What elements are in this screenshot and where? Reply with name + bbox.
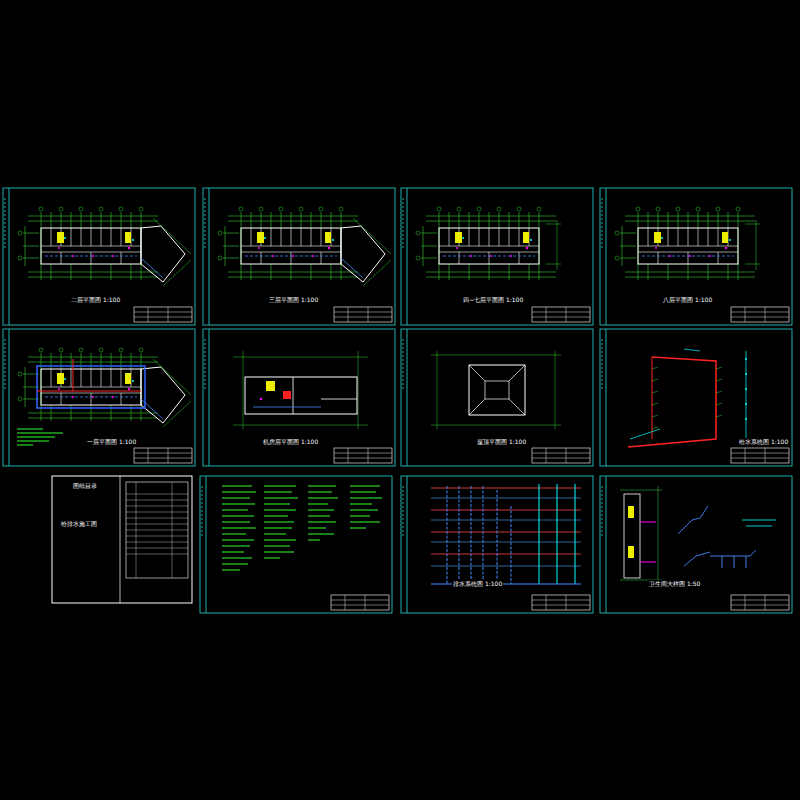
drawing-title: 八层平面图 1:100 bbox=[662, 296, 713, 303]
drawing-title: 排水系统图 1:100 bbox=[452, 580, 503, 587]
drawing-title: 屋顶平面图 1:100 bbox=[476, 438, 527, 445]
drawing-title: 三层平面图 1:100 bbox=[268, 296, 319, 303]
drawing-title: 图纸目录 bbox=[72, 482, 98, 489]
drawing-title: 四~七层平面图 1:100 bbox=[462, 296, 524, 303]
drawing-title: 机房层平面图 1:100 bbox=[262, 438, 319, 445]
drawing-title: 一层平面图 1:100 bbox=[86, 438, 137, 445]
drawing-title: 给水系统图 1:100 bbox=[738, 438, 789, 445]
drawing-title: 卫生间大样图 1:50 bbox=[648, 580, 701, 587]
drawing-title: 给排水施工图 bbox=[60, 520, 98, 527]
drawing-title: 二层平面图 1:100 bbox=[70, 296, 121, 303]
